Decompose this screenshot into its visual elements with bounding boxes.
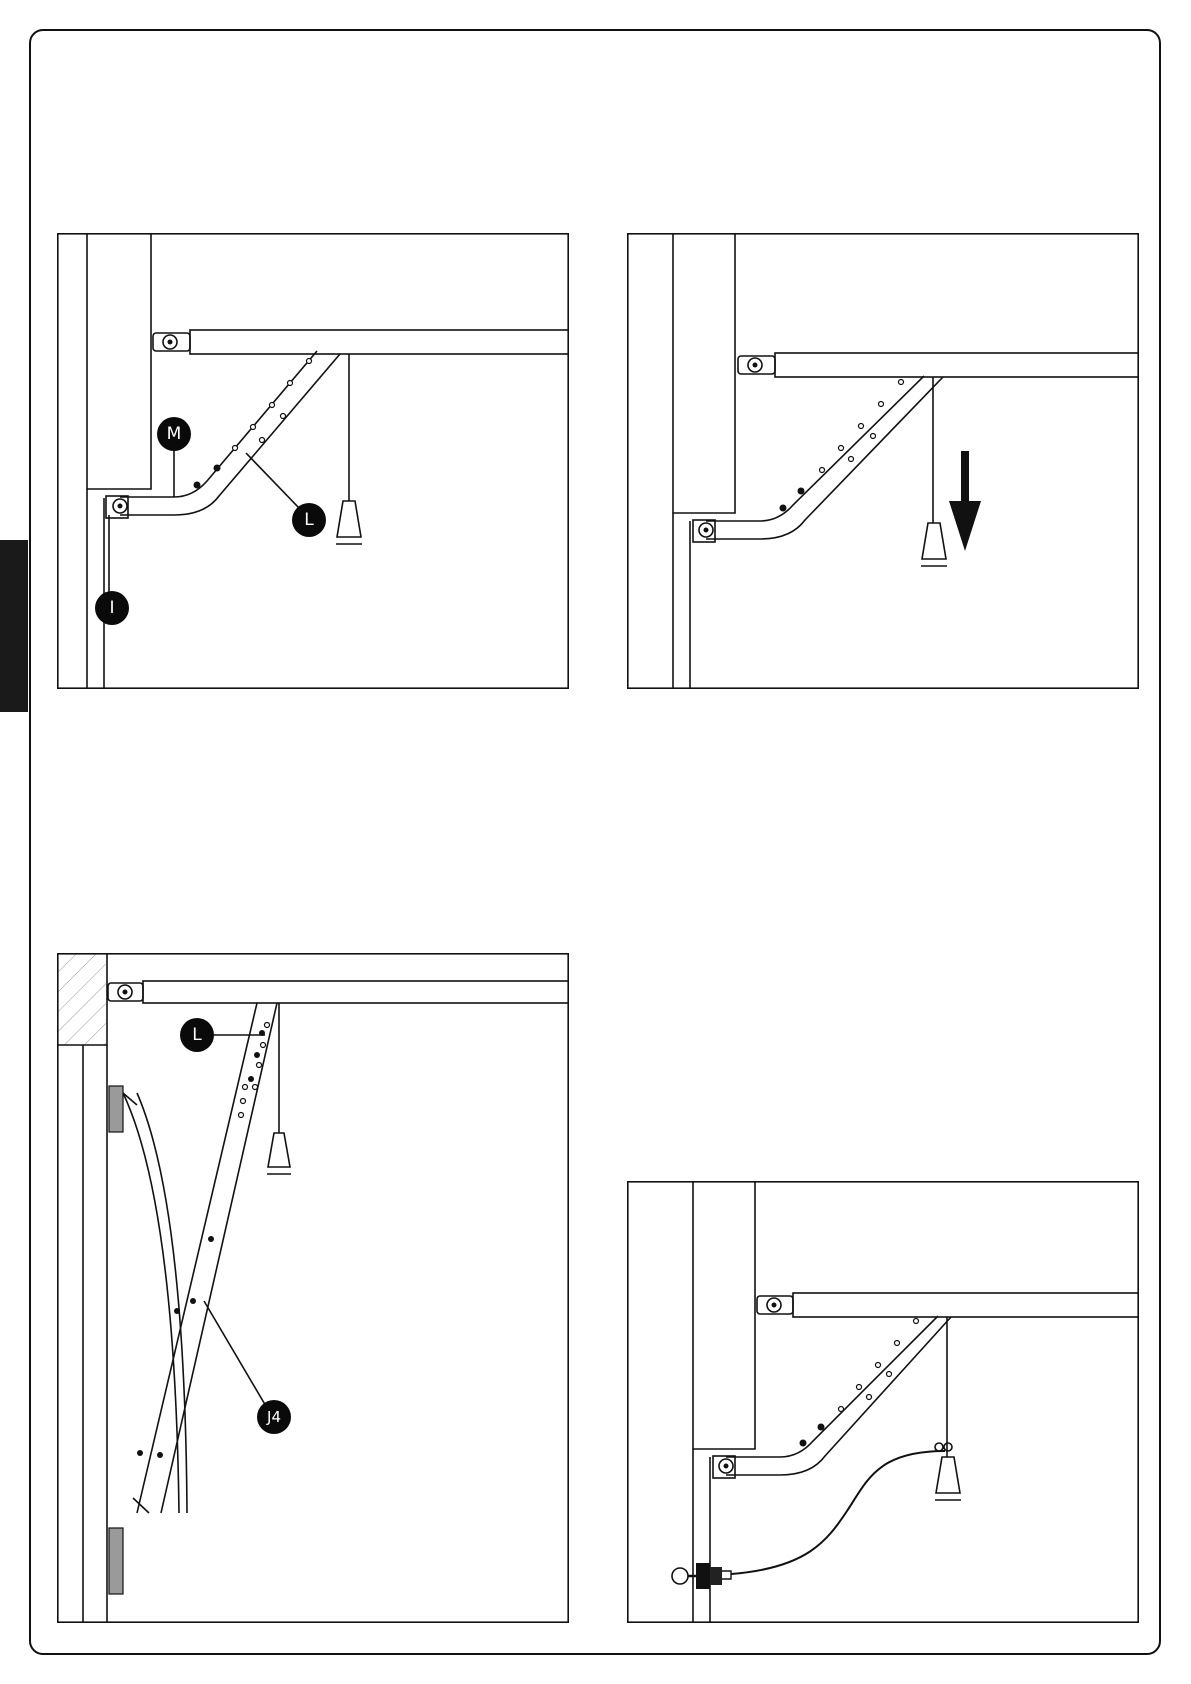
- down-arrow-icon: [949, 451, 981, 551]
- panel-bottom-left: L J4: [57, 953, 569, 1623]
- callout-j4-label: J4: [266, 1408, 281, 1426]
- panel-top-right: [627, 233, 1139, 689]
- callout-m: M: [157, 417, 191, 451]
- callout-j4: J4: [257, 1400, 291, 1434]
- release-key-icon: [672, 1563, 731, 1589]
- callout-l-bottom: L: [180, 1018, 214, 1052]
- callout-m-label: M: [167, 424, 182, 444]
- side-tab: [0, 540, 28, 712]
- panel-top-left: M L I: [57, 233, 569, 689]
- callout-l-bottom-label: L: [192, 1025, 202, 1045]
- callout-l-label: L: [304, 510, 314, 530]
- callout-i-label: I: [109, 598, 114, 618]
- callout-l: L: [292, 503, 326, 537]
- callout-i: I: [95, 591, 129, 625]
- panel-bottom-right: [627, 1181, 1139, 1623]
